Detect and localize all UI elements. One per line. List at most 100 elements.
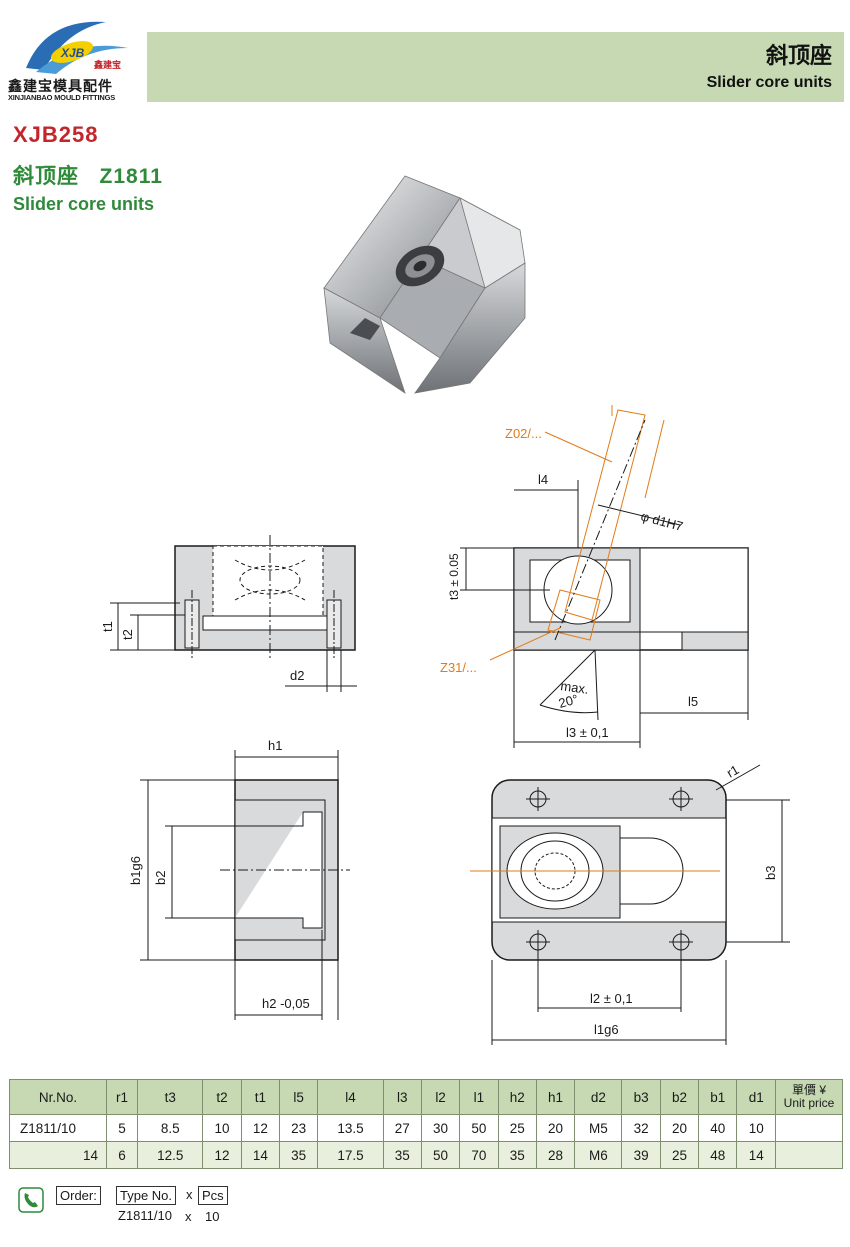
label-d2: d2 (290, 668, 304, 683)
table-cell: Z1811/10 (9, 1114, 107, 1142)
product-photo (323, 175, 526, 394)
label-angle: 20° (557, 691, 580, 711)
technical-drawing: t1 t2 d2 (100, 405, 790, 1045)
table-cell (775, 1141, 843, 1169)
order-example-qty: 10 (205, 1209, 220, 1224)
table-cell: 39 (621, 1141, 661, 1169)
table-cell: 40 (698, 1114, 738, 1142)
label-h1: h1 (268, 738, 282, 753)
order-pcs-label: Pcs (198, 1186, 228, 1205)
table-cell: 20 (659, 1114, 700, 1142)
label-z02: Z02/... (505, 426, 542, 441)
order-times: x (186, 1187, 193, 1202)
logo-small-text: 鑫建宝 (93, 59, 121, 70)
label-b3: b3 (763, 866, 778, 880)
product-title-en: Slider core units (13, 194, 155, 214)
table-header-cell: l5 (279, 1079, 319, 1115)
product-title-cn: 斜顶座 Z1811 (13, 165, 163, 188)
header-title-cn: 斜顶座 (765, 43, 832, 68)
label-l1: l1g6 (594, 1022, 619, 1037)
label-b1: b1g6 (128, 856, 143, 885)
table-cell: M6 (574, 1141, 623, 1169)
brand-logo: XJB 鑫建宝 (26, 21, 128, 74)
table-cell: 12 (240, 1114, 281, 1142)
table-cell: 48 (698, 1141, 738, 1169)
logo-text: XJB (60, 46, 85, 60)
table-cell: 10 (736, 1114, 776, 1142)
table-cell: 50 (420, 1141, 461, 1169)
table-cell: M5 (574, 1114, 623, 1142)
table-header-cell: t2 (202, 1079, 242, 1115)
table-header-cell: b2 (659, 1079, 700, 1115)
brand-name-en: XINJIANBAO MOULD FITTINGS (8, 93, 116, 102)
table-header-cell: h2 (497, 1079, 537, 1115)
label-max: max. (560, 678, 590, 697)
table-header-price: 單價 ¥Unit price (775, 1079, 843, 1115)
table-header-cell: l3 (382, 1079, 422, 1115)
top-view (470, 764, 790, 1045)
table-cell: 32 (621, 1114, 661, 1142)
table-cell: 35 (279, 1141, 319, 1169)
table-cell: 14 (240, 1141, 281, 1169)
front-view (110, 535, 357, 692)
table-header-cell: h1 (535, 1079, 576, 1115)
table-header-cell: t3 (137, 1079, 204, 1115)
table-header-cell: b1 (698, 1079, 738, 1115)
table-cell: 28 (535, 1141, 576, 1169)
label-l5: l5 (688, 694, 698, 709)
table-header-cell: d2 (574, 1079, 623, 1115)
end-view (140, 750, 350, 1020)
label-t3: t3 ± 0.05 (447, 553, 461, 600)
label-l3: l3 ± 0,1 (566, 725, 609, 740)
table-cell: 25 (497, 1114, 537, 1142)
label-t1: t1 (100, 621, 115, 632)
table-cell: 27 (382, 1114, 422, 1142)
table-cell: 14 (736, 1141, 776, 1169)
product-code: XJB258 (13, 122, 99, 147)
table-cell: 35 (382, 1141, 422, 1169)
label-l2: l2 ± 0,1 (590, 991, 633, 1006)
price-header-en: Unit price (783, 1096, 835, 1110)
table-cell: 17.5 (317, 1141, 384, 1169)
order-example-type: Z1811/10 (118, 1208, 172, 1223)
header-band (147, 32, 844, 102)
table-cell: 70 (459, 1141, 499, 1169)
header-title-en: Slider core units (706, 74, 832, 91)
table-header-cell: l4 (317, 1079, 384, 1115)
table-cell: 14 (9, 1141, 107, 1169)
table-cell: 23 (279, 1114, 319, 1142)
order-type-label: Type No. (116, 1186, 177, 1205)
table-cell: 12.5 (137, 1141, 204, 1169)
price-header-cn: 單價 ¥ (791, 1083, 826, 1097)
label-l4: l4 (538, 472, 548, 487)
table-cell: 13.5 (317, 1114, 384, 1142)
side-view (460, 405, 749, 748)
table-cell: 12 (202, 1141, 242, 1169)
label-b2: b2 (153, 871, 168, 885)
table-header-cell: t1 (240, 1079, 281, 1115)
table-cell: 5 (105, 1114, 139, 1142)
table-header-cell: Nr.No. (9, 1079, 107, 1115)
brand-name-cn: 鑫建宝模具配件 (8, 78, 113, 94)
label-r1: r1 (724, 762, 742, 781)
table-header-cell: b3 (621, 1079, 661, 1115)
label-z31: Z31/... (440, 660, 477, 675)
table-cell: 35 (497, 1141, 537, 1169)
table-header-cell: l1 (459, 1079, 499, 1115)
table-cell: 30 (420, 1114, 461, 1142)
table-header-cell: d1 (736, 1079, 776, 1115)
label-d1: φ d1H7 (639, 508, 685, 534)
order-label: Order: (56, 1186, 101, 1205)
table-cell: 20 (535, 1114, 576, 1142)
table-cell: 50 (459, 1114, 499, 1142)
table-cell: 25 (659, 1141, 700, 1169)
table-header-cell: l2 (420, 1079, 461, 1115)
order-example-times: x (185, 1209, 192, 1224)
phone-icon (18, 1187, 44, 1213)
table-cell (775, 1114, 843, 1142)
table-cell: 10 (202, 1114, 242, 1142)
